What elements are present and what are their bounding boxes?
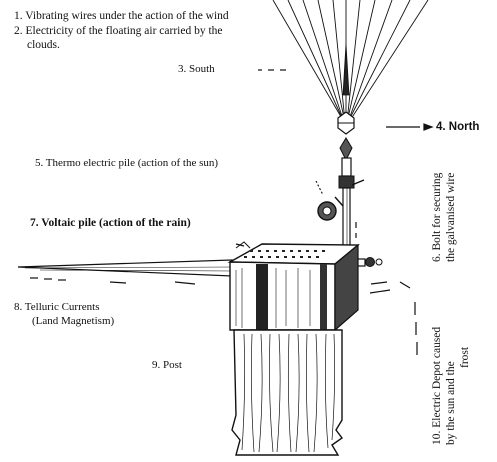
horizontal-spike [17,259,233,277]
label-bolt-galvanised-wire: the galvanised wire [445,172,457,262]
leader-lines [30,69,434,355]
label-thermo-electric-pile: 5. Thermo electric pile (action of the s… [35,157,219,169]
label-south: 3. South [178,63,215,75]
label-bolt-securing: 6. Bolt for securing [431,172,443,262]
spire-mast [334,43,365,258]
label-land-magnetism: (Land Magnetism) [32,315,115,327]
wooden-post [231,329,343,456]
label-vibrating-wires: 1. Vibrating wires under the action of t… [14,10,229,22]
label-telluric-currents: 8. Telluric Currents [14,301,100,313]
voltaic-pile-box [227,241,360,332]
label-north: 4. North [436,121,480,133]
label-electric-depot-frost: frost [459,346,471,368]
label-electric-depot-sun: by the sun and the [445,361,457,445]
label-post: 9. Post [152,359,182,371]
label-electric-depot: 10. Electric Depot caused [431,326,443,445]
vibrating-wires [272,0,429,123]
label-electricity-of-air: 2. Electricity of the floating air carri… [14,25,223,37]
label-voltaic-pile: 7. Voltaic pile (action of the rain) [30,217,191,229]
thermo-electric-pile [315,180,337,221]
label-electricity-of-air-cont: clouds. [27,39,60,51]
